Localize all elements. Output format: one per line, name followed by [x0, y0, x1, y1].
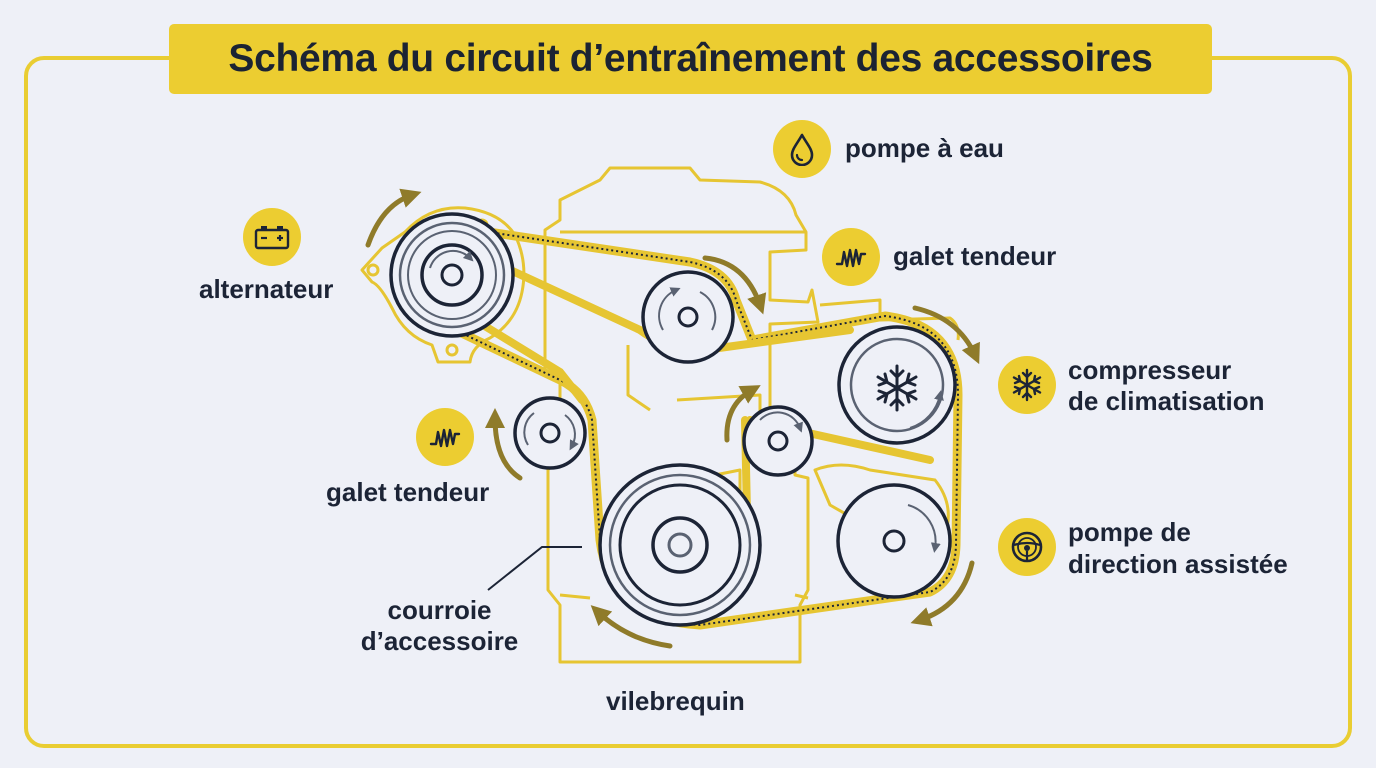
left-tensioner-pulley — [513, 396, 587, 470]
label-ac-compressor-line1: compresseur — [1068, 355, 1232, 385]
label-water-pump: pompe à eau — [845, 133, 1004, 163]
battery-icon — [254, 226, 290, 250]
arrow-water-pump — [702, 255, 767, 315]
belt-pointer-line — [487, 546, 582, 591]
label-power-steering-line2: direction assistée — [1068, 549, 1288, 579]
label-belt-line2: d’accessoire — [360, 626, 519, 656]
label-tensioner-top: galet tendeur — [893, 241, 1057, 271]
spring-icon — [429, 428, 461, 448]
label-tensioner-left: galet tendeur — [326, 477, 490, 507]
ac-compressor-pulley — [837, 325, 957, 445]
arrow-ac-compressor — [912, 305, 980, 365]
label-crankshaft: vilebrequin — [606, 686, 745, 716]
label-ac-compressor-line2: de climatisation — [1068, 386, 1265, 416]
arrow-idler — [724, 385, 761, 443]
steering-wheel-badge — [998, 518, 1056, 576]
title-banner: Schéma du circuit d’entraînement des acc… — [169, 24, 1212, 94]
snowflake-badge — [998, 356, 1056, 414]
label-power-steering-line1: pompe de — [1068, 517, 1191, 547]
alternator-pulley — [389, 212, 515, 338]
idler-pulley — [742, 405, 814, 477]
water-drop-icon — [790, 133, 814, 166]
battery-badge — [243, 208, 301, 266]
arrow-alternator — [365, 188, 422, 248]
spring-badge-top — [822, 228, 880, 286]
crankshaft-pulley — [598, 463, 762, 627]
power-steering-pulley — [836, 483, 952, 599]
label-alternator: alternateur — [199, 274, 334, 304]
spring-icon — [835, 248, 867, 268]
arrow-power-steering — [910, 560, 975, 627]
snowflake-icon — [1012, 368, 1042, 402]
spring-badge-left — [416, 408, 474, 466]
arrow-left-tensioner — [485, 408, 523, 481]
snowflake-icon — [876, 364, 918, 412]
steering-wheel-icon — [1011, 531, 1043, 563]
label-belt-line1: courroie — [387, 595, 492, 625]
water-pump-pulley — [641, 270, 735, 364]
rotation-arrows — [365, 188, 980, 649]
arrow-crankshaft — [590, 605, 673, 649]
page-title: Schéma du circuit d’entraînement des acc… — [228, 37, 1153, 80]
water-drop-badge — [773, 120, 831, 178]
